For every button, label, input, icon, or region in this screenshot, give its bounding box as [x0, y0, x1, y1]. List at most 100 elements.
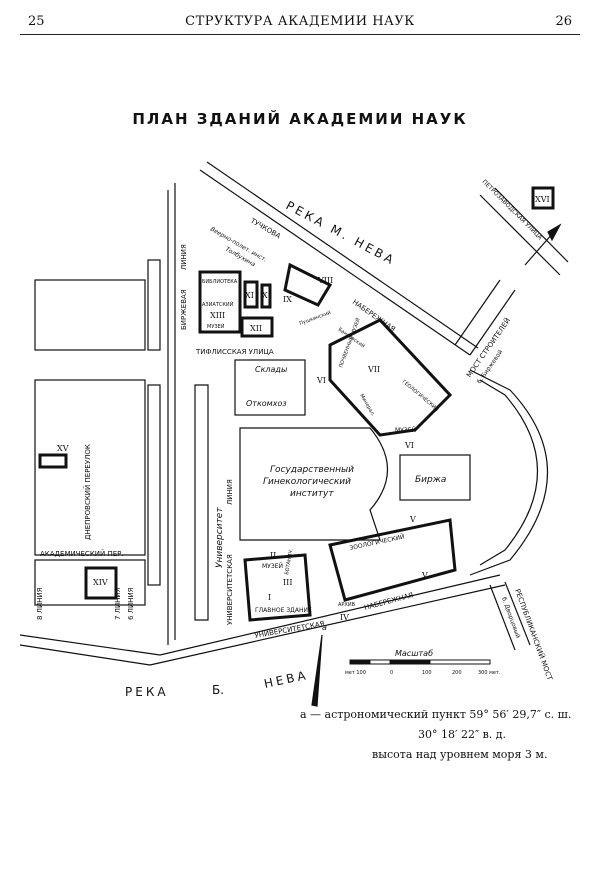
- roman-xvi: XVI: [535, 195, 550, 204]
- left-bank-line: [19, 644, 151, 666]
- building-xiii-xiv: [198, 270, 242, 334]
- roman-i: I: [268, 593, 271, 602]
- roman-ix: IX: [283, 295, 292, 304]
- birzhevaya-liniya-label: ЛИНИЯ: [180, 244, 188, 270]
- gos-institute-line1: Государственный: [270, 465, 354, 475]
- main-building-label: ГЛАВНОЕ ЗДАНИЕ: [255, 607, 312, 614]
- akademicheskiy-label: АКАДЕМИЧЕСКИЙ ПЕР.: [40, 549, 124, 558]
- warehouse-block: [234, 359, 306, 416]
- city-block: [147, 384, 161, 586]
- gos-institute-line3: институт: [290, 489, 334, 499]
- building-iv-zoological: [328, 518, 457, 602]
- gynecological-institute-block: [239, 427, 389, 541]
- botanical-label: БОТАНИЧ.: [284, 548, 295, 575]
- library-label: БИБЛИОТЕКА: [202, 279, 238, 285]
- scale-tick-3: 200: [452, 670, 462, 676]
- petrozavodskaya-street-line: [479, 194, 561, 276]
- scale-tick-4: 300 мет.: [478, 670, 501, 676]
- stroiteley-bridge: [454, 279, 501, 346]
- birzhevaya-label: БИРЖЕВАЯ: [180, 289, 188, 330]
- building-i-main: [243, 553, 312, 622]
- museum-label-3: МУЗЕЙ: [262, 563, 283, 570]
- scale-tick-0: мет 100: [345, 670, 366, 676]
- scale-bar-segment: [389, 659, 431, 665]
- river-big-neva-label-left: РЕКА: [125, 685, 169, 699]
- university-label: Университет: [215, 507, 225, 568]
- exchange-label: Биржа: [415, 475, 446, 485]
- roman-vi: VI: [316, 376, 326, 385]
- left-bank-line: [19, 634, 161, 656]
- city-block: [34, 379, 146, 556]
- building-xiv: [84, 566, 118, 600]
- liniya-7-label: 7 ЛИНИЯ: [114, 587, 122, 620]
- tiflisskaya-street-label: ТИФЛИССКАЯ УЛИЦА: [195, 348, 274, 356]
- roman-vii: VII: [367, 365, 380, 374]
- respublikanskiy-bridge: [489, 584, 516, 651]
- roman-v: V: [409, 515, 416, 524]
- astronomical-point-a: a: [322, 623, 327, 632]
- respublikanskiy-bridge: [504, 581, 531, 646]
- building-xv: [38, 453, 68, 469]
- tuchkova-label: ТУЧКОВА: [248, 216, 282, 240]
- building-xvi: [531, 186, 555, 210]
- roman-xiii: XIII: [210, 311, 225, 320]
- roman-xiv: XIV: [93, 578, 108, 587]
- scale-tick-2: 100: [422, 670, 432, 676]
- petrozavodskaya-street-line: [494, 187, 569, 263]
- otkomkhoz-label: Откомхоз: [246, 399, 287, 408]
- legend-line-1: а — астрономический пункт 59° 56′ 29,7″ …: [300, 708, 572, 721]
- building-x: [260, 283, 272, 309]
- roman-viii: VIII: [317, 276, 333, 285]
- scale-bar-segment: [349, 659, 371, 665]
- roman-xi: XI: [245, 291, 254, 300]
- gos-institute-line2: Гинекологический: [263, 477, 351, 487]
- pushkin-label: Пушкинский: [298, 309, 332, 327]
- roman-vi-second: VI: [404, 441, 414, 450]
- warehouses-label: Склады: [255, 365, 287, 374]
- geological-label: ГЕОЛОГИЧЕСКИЙ: [401, 378, 441, 413]
- roman-v-second: V: [421, 571, 428, 580]
- city-block: [34, 559, 146, 606]
- north-arrow-head: [547, 223, 562, 242]
- legend-line-2: 30° 18′ 22″ в. д.: [418, 728, 507, 741]
- roman-iv: IV: [340, 613, 349, 622]
- page-header: 25 СТРУКТУРА АКАДЕМИИ НАУК 26: [20, 12, 580, 35]
- running-title: СТРУКТУРА АКАДЕМИИ НАУК: [185, 14, 415, 29]
- page-number-right: 26: [555, 14, 572, 29]
- roman-ii: II: [270, 551, 276, 560]
- archive-label: АРХИВ: [338, 602, 356, 608]
- river-big-neva-label-b: Б.: [212, 683, 224, 697]
- roman-xii: XII: [250, 324, 262, 333]
- city-block: [34, 279, 146, 351]
- big-neva-embankment-line: [149, 584, 506, 666]
- river-big-neva-label-right: НЕВА: [263, 668, 310, 691]
- liniya-6-label: 6 ЛИНИЯ: [127, 587, 135, 620]
- plan-title: ПЛАН ЗДАНИЙ АКАДЕМИИ НАУК: [132, 110, 468, 128]
- building-vi: [328, 318, 453, 437]
- dneprovskiy-label: ДНЕПРОВСКИЙ ПЕРЕУЛОК: [83, 444, 92, 540]
- south-arrow: [311, 634, 323, 707]
- spit-embankment-outer: [469, 369, 548, 576]
- asiatic-label: АЗИАТСКИЙ: [202, 301, 234, 308]
- river-small-neva-label: РЕКА М. НЕВА: [284, 198, 399, 268]
- big-neva-embankment-line: [159, 574, 501, 656]
- universitetskaya-liniya-label: УНИВЕРСИТЕТСКАЯ: [226, 554, 234, 625]
- stroiteley-bridge: [469, 289, 516, 356]
- museum-label-2: МУЗЕЙ: [395, 427, 416, 434]
- building-viii: [283, 262, 333, 307]
- spit-embankment-inner: [479, 379, 539, 566]
- roman-x: X: [262, 291, 268, 300]
- roman-xv: XV: [57, 444, 69, 453]
- building-xii: [240, 316, 274, 338]
- building-xi: [243, 280, 259, 309]
- universitet-liniya-label: ЛИНИЯ: [226, 479, 234, 505]
- scale-title: Масштаб: [395, 649, 433, 658]
- university-building: [194, 384, 209, 621]
- legend: а — астрономический пункт 59° 56′ 29,7″ …: [300, 705, 572, 765]
- scale-tick-1: 0: [390, 670, 393, 676]
- small-neva-embankment-line: [199, 169, 471, 356]
- city-block: [147, 259, 161, 351]
- small-neva-embankment-line: [206, 161, 479, 349]
- museum-label-1: МУЗЕЙ: [207, 323, 225, 330]
- page-number-left: 25: [28, 14, 45, 29]
